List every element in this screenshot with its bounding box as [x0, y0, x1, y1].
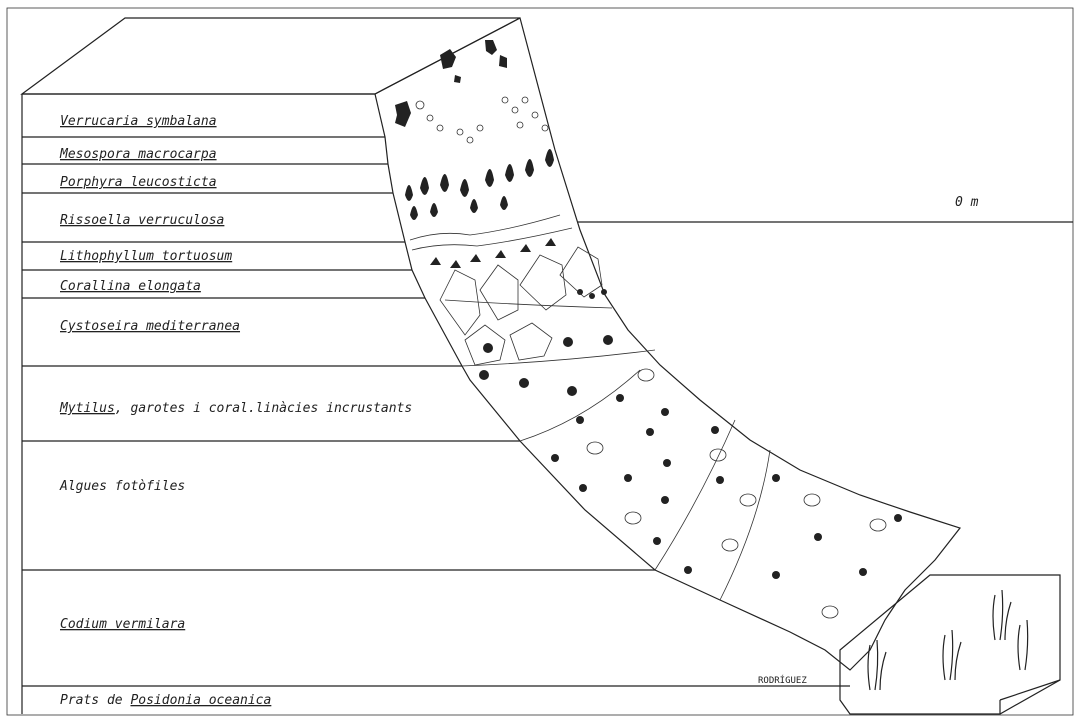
species-name: Posidonia oceanica — [130, 693, 271, 708]
illustrator-signature: RODRÍGUEZ — [758, 674, 807, 686]
zone-label: Corallina elongata — [60, 279, 201, 294]
sea-urchin-icons — [479, 335, 613, 396]
zone-label: Prats de Posidonia oceanica — [60, 693, 271, 708]
rocky-slope-outline — [375, 18, 960, 670]
species-name: Cystoseira mediterranea — [60, 319, 240, 334]
zone-label: Mesospora macrocarpa — [59, 147, 217, 162]
porphyra-blades — [405, 149, 554, 220]
zone-text: , garotes i coral.linàcies incrustants — [115, 401, 412, 416]
zone-label: Algues fotòfiles — [59, 479, 185, 494]
sea-level-label: 0 m — [955, 195, 979, 210]
zone-label: Mytilus, garotes i coral.linàcies incrus… — [59, 401, 412, 416]
lichen-patches — [395, 40, 507, 127]
shell-icons — [587, 369, 886, 618]
species-name: Porphyra leucosticta — [60, 175, 217, 190]
zone-label: Porphyra leucosticta — [60, 175, 217, 190]
corallina-dark — [430, 238, 607, 299]
cystoseira-mosaic — [440, 247, 602, 365]
zone-label: Cystoseira mediterranea — [60, 319, 240, 334]
zone-label: Lithophyllum tortuosum — [60, 249, 232, 264]
species-name: Codium vermilara — [60, 617, 185, 632]
zone-label: Verrucaria symbalana — [60, 114, 217, 129]
species-name: Verrucaria symbalana — [60, 114, 217, 129]
slope-band-lines — [445, 300, 770, 600]
periwinkle-circles — [416, 97, 548, 143]
species-name: Rissoella verruculosa — [60, 213, 224, 228]
species-name: Lithophyllum tortuosum — [60, 249, 232, 264]
zone-text: Algues fotòfiles — [59, 479, 185, 494]
species-name: Mesospora macrocarpa — [59, 147, 217, 162]
species-name: Corallina elongata — [60, 279, 201, 294]
posidonia-plants — [868, 590, 1028, 690]
zone-text: Prats de — [60, 693, 130, 708]
zone-label: Codium vermilara — [60, 617, 185, 632]
zone-label: Rissoella verruculosa — [60, 213, 224, 228]
species-name: Mytilus — [59, 401, 115, 416]
